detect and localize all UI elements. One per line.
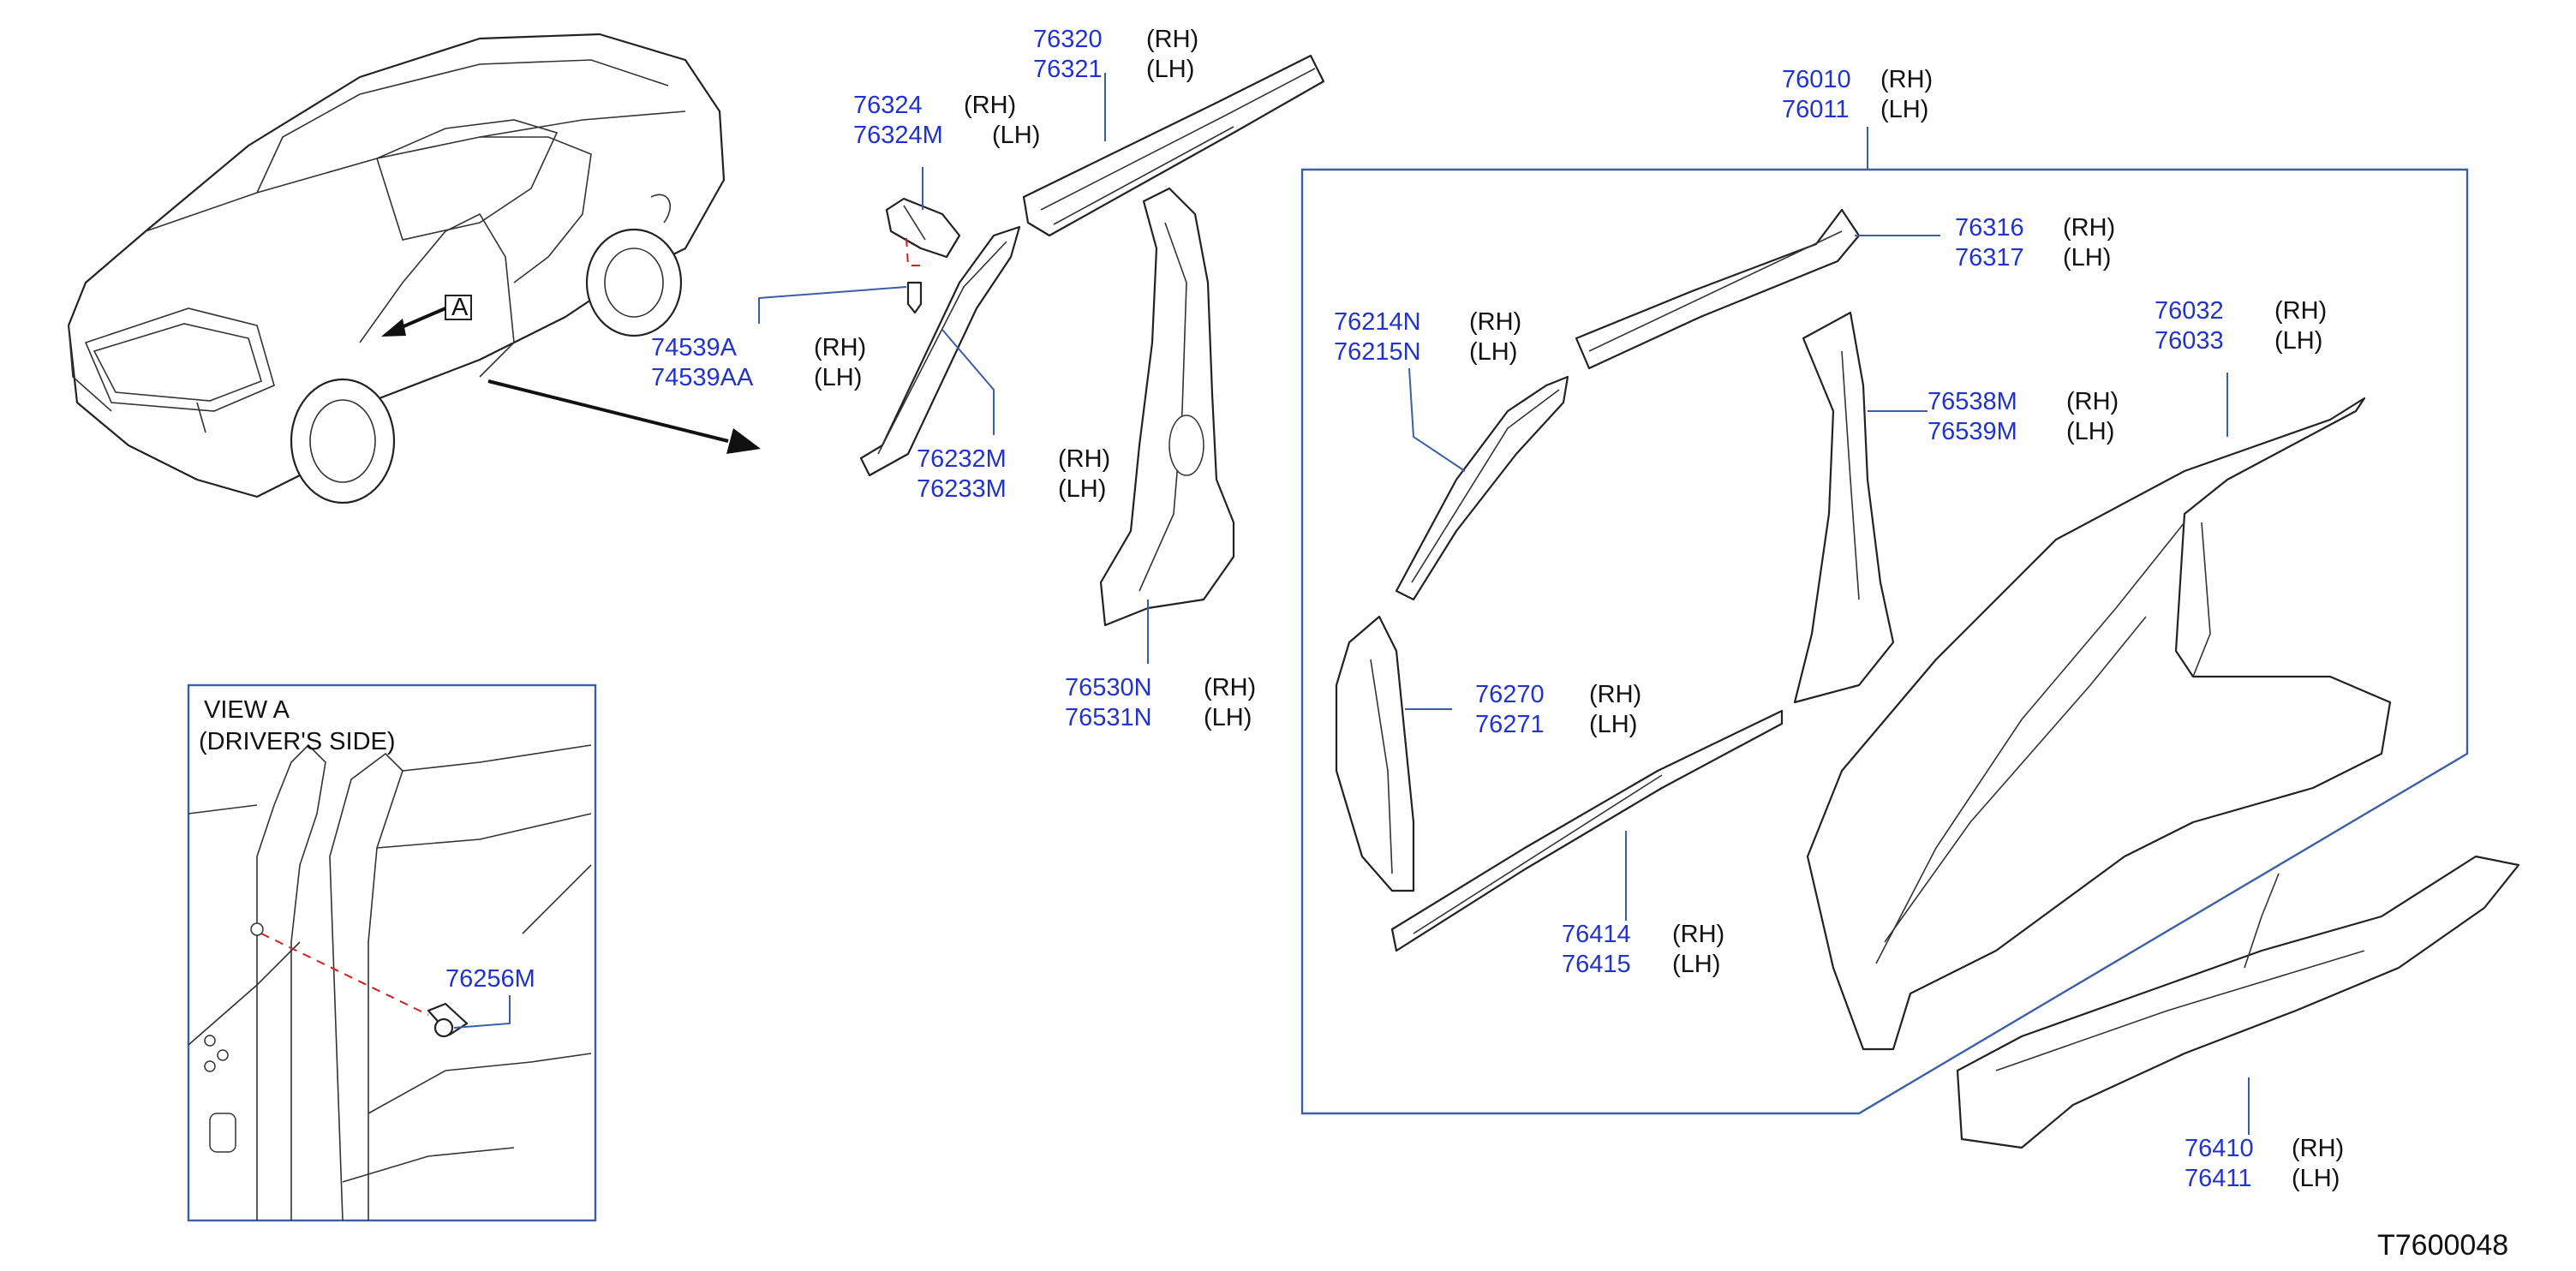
part-number-76530n: 76530N — [1065, 674, 1152, 701]
part-number-76411: 76411 — [2185, 1165, 2252, 1192]
part-number-76316: 76316 — [1955, 214, 2024, 242]
side-lh: (LH) — [2066, 418, 2114, 445]
part-number-76324m: 76324M — [853, 122, 943, 149]
part-76256m-label: 76256M — [445, 965, 535, 993]
side-lh: (LH) — [1589, 711, 1637, 738]
side-lh: (LH) — [1058, 475, 1106, 503]
part-number-76415: 76415 — [1562, 951, 1631, 978]
side-rh: (RH) — [1589, 681, 1641, 708]
side-lh: (LH) — [1146, 56, 1194, 83]
leader-lines — [758, 73, 2250, 1135]
part-number-76414: 76414 — [1562, 921, 1631, 948]
assembly-bracket-frame — [1300, 127, 2469, 1115]
side-lh: (LH) — [2274, 327, 2322, 355]
side-rh: (RH) — [2066, 388, 2119, 415]
view-a-detail-box: VIEW A (DRIVER'S SIDE) 76256M — [187, 683, 597, 1222]
diagram-code: T7600048 — [2377, 1229, 2508, 1262]
view-marker-label: A — [451, 294, 469, 321]
side-rh: (RH) — [2292, 1135, 2344, 1162]
a-pillar-76232m — [859, 225, 1021, 477]
sill-inner-76414 — [1390, 709, 1784, 952]
callout-74539a: 74539A 74539AA (RH) (LH) — [651, 334, 866, 391]
callout-76032: 76032 76033 (RH) (LH) — [2155, 297, 2327, 355]
side-rh: (RH) — [1469, 308, 1521, 336]
callout-76538m: 76538M 76539M (RH) (LH) — [1928, 388, 2119, 445]
part-number-76271: 76271 — [1475, 711, 1545, 738]
side-rh: (RH) — [1058, 445, 1110, 473]
view-marker-box — [445, 295, 472, 320]
view-a-title: VIEW A — [204, 696, 290, 724]
side-rh: (RH) — [814, 334, 866, 361]
part-number-76215n: 76215N — [1334, 338, 1421, 366]
body-side-outer-76032 — [1806, 397, 2392, 1051]
side-rh: (RH) — [964, 92, 1016, 119]
side-rh: (RH) — [1672, 921, 1724, 948]
roof-rail-76320 — [1022, 54, 1325, 237]
part-number-76539m: 76539M — [1928, 418, 2017, 445]
callout-76214n: 76214N 76215N (RH) (LH) — [1334, 308, 1521, 366]
part-number-74539aa: 74539AA — [651, 364, 754, 391]
callout-76010: 76010 76011 (RH) (LH) — [1782, 66, 1933, 123]
arrow-head-icon — [726, 428, 761, 454]
sill-outer-76410 — [1956, 855, 2520, 1149]
side-lh: (LH) — [2063, 244, 2111, 272]
part-number-76410: 76410 — [2185, 1135, 2254, 1162]
side-lh: (LH) — [992, 122, 1040, 149]
part-number-76233m: 76233M — [917, 475, 1007, 503]
side-rh: (RH) — [1146, 26, 1198, 53]
view-a-subtitle: (DRIVER'S SIDE) — [199, 728, 396, 755]
b-pillar-inner-76538m — [1793, 311, 1895, 704]
view-arrow-icon — [381, 319, 406, 337]
side-lh: (LH) — [1880, 96, 1928, 123]
part-number-76033: 76033 — [2155, 327, 2224, 355]
side-lh: (LH) — [1204, 704, 1252, 731]
part-number-76321: 76321 — [1033, 56, 1103, 83]
callout-76316: 76316 76317 (RH) (LH) — [1955, 214, 2115, 272]
callout-76324: 76324 76324M (RH) (LH) — [853, 92, 1040, 149]
part-number-76538m: 76538M — [1928, 388, 2017, 415]
direction-arrow — [487, 379, 761, 454]
a-pillar-inner-76214n — [1395, 375, 1569, 601]
side-lh: (LH) — [1672, 951, 1720, 978]
part-number-76317: 76317 — [1955, 244, 2024, 272]
side-lh: (LH) — [1469, 338, 1517, 366]
part-number-76010: 76010 — [1782, 66, 1851, 93]
callout-76530n: 76530N 76531N (RH) (LH) — [1065, 674, 1256, 731]
part-number-76324: 76324 — [853, 92, 923, 119]
car-overview-illustration: A — [67, 33, 726, 504]
side-rh: (RH) — [1204, 674, 1256, 701]
part-number-76232m: 76232M — [917, 445, 1007, 473]
side-rh: (RH) — [2063, 214, 2115, 242]
side-rh: (RH) — [1880, 66, 1933, 93]
a-pillar-lower-76270 — [1335, 615, 1415, 892]
part-number-76214n: 76214N — [1334, 308, 1421, 336]
part-number-76032: 76032 — [2155, 297, 2224, 325]
callout-76410: 76410 76411 (RH) (LH) — [2185, 1135, 2344, 1192]
callout-76320: 76320 76321 (RH) (LH) — [1033, 26, 1198, 83]
part-number-76270: 76270 — [1475, 681, 1545, 708]
part-number-76320: 76320 — [1033, 26, 1103, 53]
callout-76414: 76414 76415 (RH) (LH) — [1562, 921, 1724, 978]
callout-76270: 76270 76271 (RH) (LH) — [1475, 681, 1641, 738]
side-lh: (LH) — [2292, 1165, 2340, 1192]
b-pillar-76530n — [1099, 187, 1235, 627]
side-lh: (LH) — [814, 364, 862, 391]
bracket-76324 — [885, 197, 961, 259]
side-rh: (RH) — [2274, 297, 2327, 325]
part-number-76531n: 76531N — [1065, 704, 1152, 731]
part-number-76011: 76011 — [1782, 96, 1850, 123]
part-number-74539a: 74539A — [651, 334, 738, 361]
callout-76232m: 76232M 76233M (RH) (LH) — [917, 445, 1110, 503]
clip-74539a — [905, 237, 923, 314]
